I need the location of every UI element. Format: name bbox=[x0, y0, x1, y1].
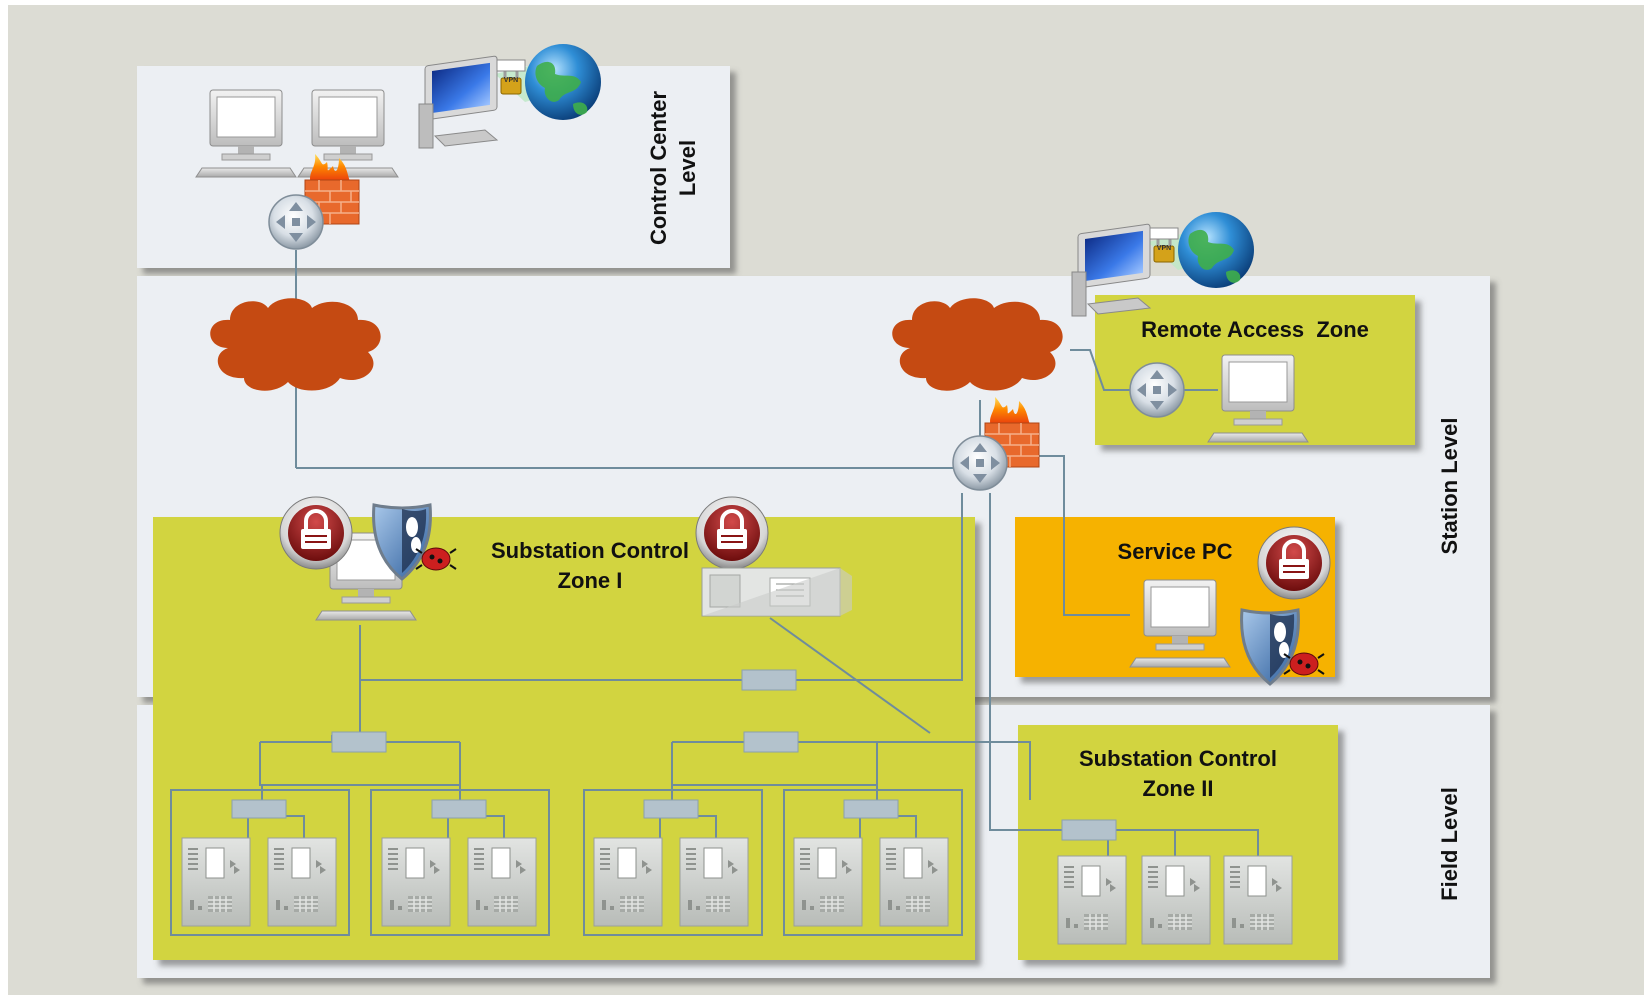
protection-relay bbox=[879, 837, 949, 927]
substation-zone-2-label: Substation Control Zone II bbox=[1079, 746, 1277, 801]
protection-relay bbox=[181, 837, 251, 927]
protection-relay bbox=[267, 837, 337, 927]
hub-bay-3 bbox=[643, 799, 699, 819]
router-switch-icon bbox=[268, 194, 324, 250]
protection-relay bbox=[1057, 855, 1127, 945]
protection-relay bbox=[1223, 855, 1293, 945]
lock-icon bbox=[278, 495, 354, 571]
hub-station bbox=[741, 669, 797, 691]
router-switch-icon bbox=[1129, 362, 1185, 418]
hub-bay-2 bbox=[431, 799, 487, 819]
hub-field-left bbox=[331, 731, 387, 753]
protection-relay bbox=[381, 837, 451, 927]
station-controller-unit bbox=[701, 567, 852, 617]
remote-access-zone-label: Remote Access Zone bbox=[1141, 317, 1369, 342]
hub-bay-1 bbox=[231, 799, 287, 819]
protection-relay bbox=[467, 837, 537, 927]
router-switch-icon bbox=[952, 435, 1008, 491]
hub-field-right bbox=[743, 731, 799, 753]
substation-zone-1-label: Substation Control Zone I bbox=[491, 538, 689, 593]
protection-relay bbox=[593, 837, 663, 927]
station-level-label: Station Level bbox=[1437, 417, 1462, 555]
control-center-level-label: Control Center Level bbox=[646, 91, 700, 245]
vpn-label: VPN bbox=[1156, 245, 1172, 252]
field-level-label: Field Level bbox=[1437, 787, 1462, 901]
hub-zone-2 bbox=[1061, 819, 1117, 841]
vpn-label: VPN bbox=[503, 77, 519, 84]
wan-cloud-icon bbox=[210, 298, 381, 391]
wan-cloud-icon bbox=[892, 298, 1063, 391]
protection-relay bbox=[1141, 855, 1211, 945]
service-pc-label: Service PC bbox=[1117, 539, 1233, 564]
hub-bay-4 bbox=[843, 799, 899, 819]
lock-icon bbox=[1256, 525, 1332, 601]
protection-relay bbox=[679, 837, 749, 927]
protection-relay bbox=[793, 837, 863, 927]
hub-group bbox=[231, 669, 1117, 841]
